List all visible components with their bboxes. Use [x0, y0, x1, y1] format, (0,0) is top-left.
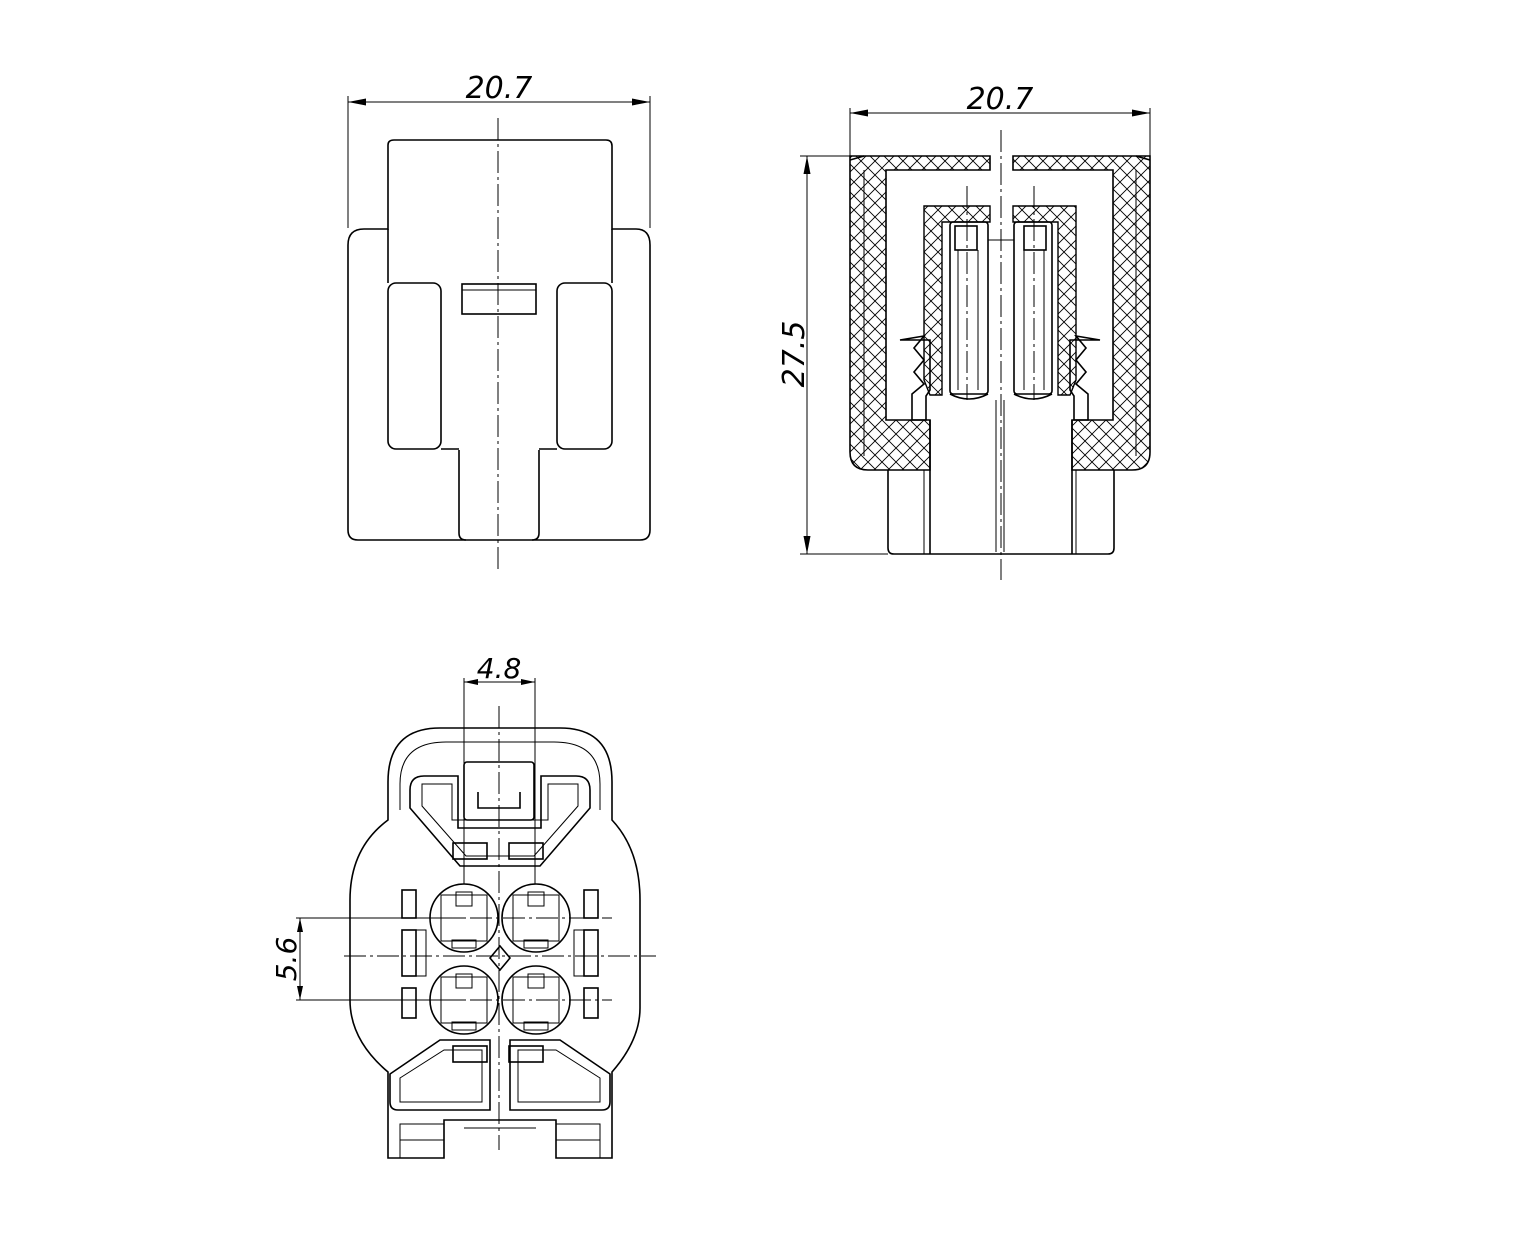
front-lower-chamber-right: [509, 1039, 611, 1111]
front-upper-chamber: [409, 775, 591, 867]
top-latch-window: [461, 283, 537, 315]
section-height-label: 27.5: [777, 321, 812, 388]
section-seal-right: [1069, 334, 1101, 421]
section-terminal-right: [1013, 221, 1053, 395]
section-shell-hatch: [849, 155, 991, 471]
section-width-label: 20.7: [967, 82, 1034, 117]
front-outer-outline: [349, 727, 641, 1159]
front-view: 4.8 5.6: [270, 652, 656, 1159]
top-view-outline: [347, 139, 651, 541]
section-terminal-left: [949, 221, 989, 395]
top-right-slot: [556, 282, 613, 450]
top-width-label: 20.7: [466, 71, 533, 106]
front-cavities: [429, 883, 571, 1035]
front-pitch-v-label: 5.6: [270, 937, 303, 982]
top-center-tab: [458, 450, 540, 541]
top-left-slot: [387, 282, 442, 450]
front-pitch-h-label: 4.8: [477, 652, 522, 685]
section-view: 20.7 27.5: [777, 82, 1151, 580]
top-view: 20.7: [347, 71, 651, 572]
section-seal-left: [899, 334, 931, 421]
front-lower-chamber-left: [389, 1039, 491, 1111]
